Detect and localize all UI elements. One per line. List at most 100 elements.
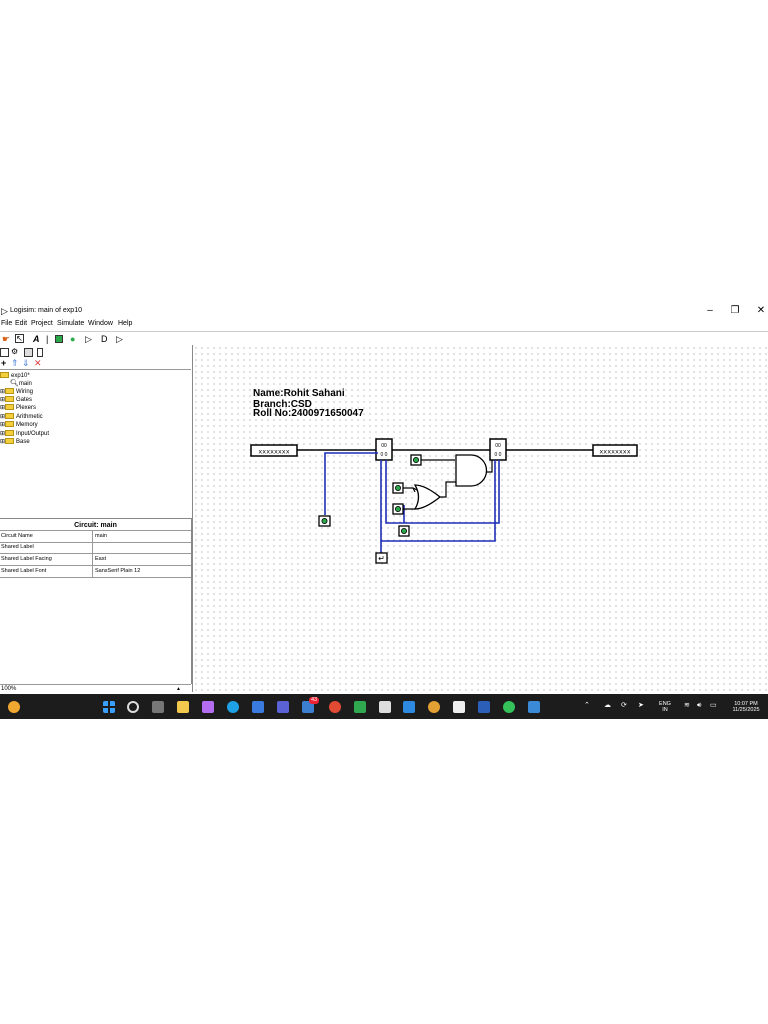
logisim-taskbar-icon[interactable]: [453, 701, 465, 713]
input-bus-value: xxxxxxxx: [258, 449, 289, 456]
whatsapp-icon[interactable]: [503, 701, 515, 713]
expand-icon[interactable]: ⊞: [0, 439, 6, 445]
add-circuit-icon[interactable]: +: [1, 358, 7, 368]
chrome-profile-icon[interactable]: [428, 701, 440, 713]
title-bar: ▷ Logisim: main of exp10 – ❐ ✕: [0, 303, 768, 320]
menu-project[interactable]: Project: [31, 320, 53, 327]
poke-tool-icon[interactable]: ☛: [2, 334, 11, 344]
attribute-row-shared-label[interactable]: Shared Label: [0, 542, 191, 554]
appearance-view-icon[interactable]: ⚙: [11, 347, 19, 356]
layout-view-icon[interactable]: [0, 348, 9, 357]
text-tool-icon[interactable]: A: [33, 334, 40, 344]
screen: ▷ Logisim: main of exp10 – ❐ ✕ File Edit…: [0, 303, 768, 719]
menu-simulate[interactable]: Simulate: [57, 320, 85, 327]
xbox-icon[interactable]: [354, 701, 366, 713]
input-pin-icon[interactable]: [55, 335, 63, 343]
expand-icon[interactable]: ⊞: [0, 414, 6, 420]
and-gate[interactable]: [455, 454, 488, 487]
close-button[interactable]: ✕: [756, 305, 766, 316]
expand-icon[interactable]: ⊞: [0, 422, 6, 428]
minimize-button[interactable]: –: [707, 305, 713, 316]
move-up-icon[interactable]: ⇑: [11, 358, 19, 368]
expand-icon[interactable]: ⊞: [0, 397, 6, 403]
battery-icon[interactable]: ▭: [710, 702, 717, 709]
tree-item-memory[interactable]: ⊞Memory: [0, 421, 38, 428]
maximize-button[interactable]: ❐: [730, 305, 740, 316]
tree-item-input-output[interactable]: ⊞Input/Output: [0, 430, 50, 437]
label-name[interactable]: Name:Rohit Sahani: [253, 388, 345, 399]
input-bus-pin[interactable]: [250, 444, 298, 457]
tree-item-plexers[interactable]: ⊞Plexers: [0, 404, 37, 411]
cloud-icon[interactable]: ☁: [604, 702, 611, 709]
or-gate-icon[interactable]: ▷: [116, 334, 123, 344]
outlook-icon[interactable]: [302, 701, 314, 713]
output-bus-pin[interactable]: [592, 444, 638, 457]
tree-root[interactable]: exp10*: [0, 372, 30, 380]
store-icon[interactable]: [252, 701, 264, 713]
calendar-icon[interactable]: [379, 701, 391, 713]
clock-component[interactable]: [375, 552, 388, 564]
circuit-canvas[interactable]: Name:Rohit Sahani Branch:CSD Roll No:240…: [192, 345, 768, 692]
or-gate[interactable]: [413, 484, 442, 510]
start-icon[interactable]: [103, 701, 115, 713]
not-gate-icon[interactable]: ▷: [85, 334, 92, 344]
weather-icon[interactable]: [8, 701, 20, 713]
select-tool-icon[interactable]: [15, 334, 24, 343]
tree-item-wiring[interactable]: ⊞Wiring: [0, 388, 34, 395]
label-branch[interactable]: Branch:CSD: [253, 399, 312, 410]
label-roll-number[interactable]: Roll No:2400971650047: [253, 408, 364, 419]
teams-icon[interactable]: [277, 701, 289, 713]
expand-icon[interactable]: ⊞: [0, 389, 6, 395]
word-icon[interactable]: [478, 701, 490, 713]
vscode-icon[interactable]: [403, 701, 415, 713]
and-gate-icon[interactable]: D: [101, 334, 108, 344]
copilot-icon[interactable]: [202, 701, 214, 713]
folder-icon: [5, 421, 14, 428]
toolbox-view-icon[interactable]: [24, 348, 33, 357]
location-icon[interactable]: ➤: [638, 702, 644, 709]
photos-icon[interactable]: [528, 701, 540, 713]
sync-icon[interactable]: ⟳: [621, 702, 627, 709]
menu-file[interactable]: File: [1, 320, 13, 327]
tree-item-gates[interactable]: ⊞Gates: [0, 396, 33, 403]
select-arrow-icon: ↖: [16, 334, 23, 343]
expand-icon[interactable]: ⊞: [0, 431, 6, 437]
zoom-control[interactable]: 100% ▲: [0, 684, 191, 694]
chevron-up-icon[interactable]: ⌃: [584, 702, 590, 709]
register-left[interactable]: [375, 438, 393, 461]
expand-icon[interactable]: ⊞: [0, 405, 6, 411]
zoom-value[interactable]: 100%: [1, 686, 17, 692]
menu-edit[interactable]: Edit: [15, 320, 28, 327]
simulation-view-icon[interactable]: [37, 348, 43, 357]
tree-item-main[interactable]: 🔍︎main: [10, 380, 32, 387]
register-right-ports: 0 0: [495, 452, 502, 458]
menu-help[interactable]: Help: [118, 320, 133, 327]
attribute-table-header: Circuit: main: [74, 522, 117, 529]
edge-icon[interactable]: [227, 701, 239, 713]
delete-circuit-icon[interactable]: ✕: [34, 358, 42, 368]
separator: |: [46, 334, 49, 344]
register-right[interactable]: [489, 438, 507, 461]
tree-item-arithmetic[interactable]: ⊞Arithmetic: [0, 413, 43, 420]
logisim-logo-icon: ▷: [1, 306, 8, 316]
folder-icon: [0, 372, 9, 379]
move-down-icon[interactable]: ⇓: [22, 358, 30, 368]
output-pin-icon[interactable]: ●: [70, 334, 76, 344]
file-explorer-icon[interactable]: [177, 701, 189, 713]
volume-icon[interactable]: 🔊︎: [697, 702, 702, 709]
wifi-icon[interactable]: ≋: [684, 702, 690, 709]
zoom-spinner-icon[interactable]: ▲: [176, 686, 181, 692]
menu-window[interactable]: Window: [88, 320, 113, 327]
tree-item-base[interactable]: ⊞Base: [0, 438, 30, 445]
register-right-text: 00: [495, 443, 501, 449]
search-icon[interactable]: [127, 701, 139, 713]
input-pins: [318, 454, 422, 537]
task-view-icon[interactable]: [152, 701, 164, 713]
chrome-icon[interactable]: [329, 701, 341, 713]
